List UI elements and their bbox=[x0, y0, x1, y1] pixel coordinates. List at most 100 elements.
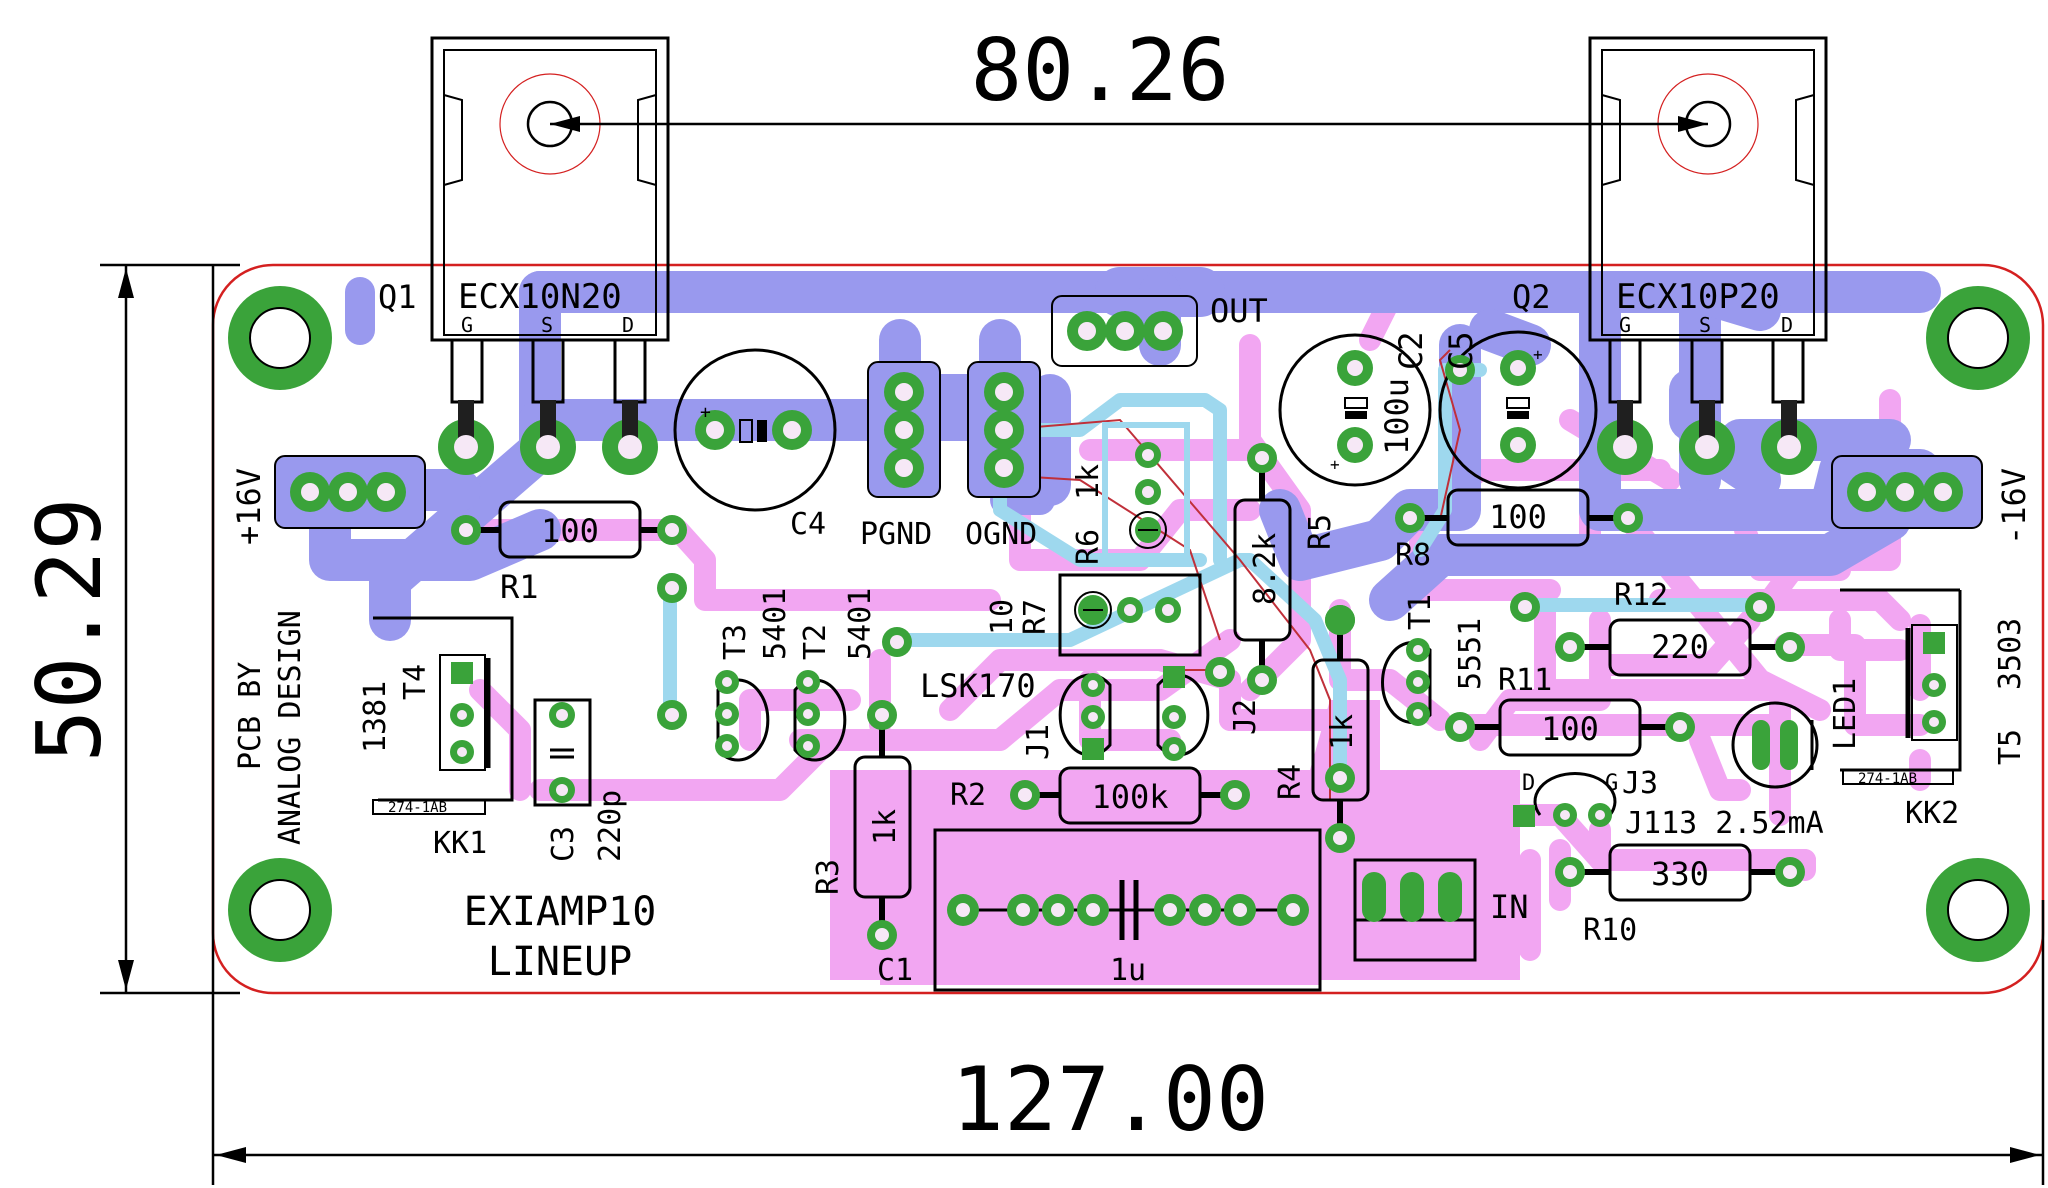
q1-pin-d: D bbox=[622, 313, 634, 337]
r11-resistor bbox=[1445, 698, 1695, 757]
r5-resistor bbox=[1233, 443, 1292, 695]
r5-ref: R5 bbox=[1303, 514, 1338, 550]
t3-ref: T3 bbox=[718, 624, 753, 660]
svg-text:+: + bbox=[1533, 345, 1543, 364]
j1-ref: J1 bbox=[1021, 724, 1056, 760]
mounting-hole bbox=[1926, 858, 2030, 962]
c5-ref: C5 bbox=[1442, 331, 1480, 370]
c1-ref: C1 bbox=[877, 953, 913, 988]
t1-ref: T1 bbox=[1403, 594, 1438, 630]
j2-transistor bbox=[1156, 657, 1235, 761]
r7-ref: R7 bbox=[1018, 599, 1053, 635]
vias bbox=[657, 355, 1475, 730]
in-connector bbox=[1353, 858, 1477, 962]
r12-value: 220 bbox=[1651, 628, 1709, 666]
q2-pin-s: S bbox=[1699, 313, 1711, 337]
r1-value: 100 bbox=[541, 512, 599, 550]
c3-ref: C3 bbox=[546, 826, 581, 862]
svg-text:+: + bbox=[1330, 455, 1340, 474]
mounting-holes bbox=[228, 286, 2030, 962]
t2-part: 5401 bbox=[843, 588, 878, 660]
q2-pin-d: D bbox=[1781, 313, 1793, 337]
j2-ref: J2 bbox=[1228, 699, 1263, 735]
j3-ref: J3 bbox=[1622, 766, 1658, 801]
j3-part: J113 2.52mA bbox=[1625, 806, 1824, 841]
t2-ref: T2 bbox=[798, 624, 833, 660]
r10-value: 330 bbox=[1651, 855, 1709, 893]
kk2-label: KK2 bbox=[1905, 796, 1959, 831]
r8-ref: R8 bbox=[1395, 538, 1431, 573]
r12-ref: R12 bbox=[1614, 578, 1668, 613]
svg-text:+: + bbox=[700, 402, 711, 423]
board-title-line1: EXIAMP10 bbox=[464, 889, 657, 935]
inner-trace-layer bbox=[663, 363, 1757, 792]
q2-pin-g: G bbox=[1619, 313, 1631, 337]
c1-capacitor bbox=[933, 828, 1322, 992]
plus16v-connector bbox=[274, 455, 426, 529]
r4-ref: R4 bbox=[1273, 764, 1308, 800]
t5-ref: T5 bbox=[1993, 729, 2028, 765]
mounting-hole bbox=[228, 286, 332, 390]
q1-package bbox=[430, 36, 670, 404]
r3-ref: R3 bbox=[811, 859, 846, 895]
r11-value: 100 bbox=[1541, 710, 1599, 748]
out-label: OUT bbox=[1210, 292, 1268, 330]
c4-capacitor: + bbox=[673, 348, 837, 512]
r1-ref: R1 bbox=[500, 568, 539, 606]
t4-ref: T4 bbox=[398, 664, 433, 700]
r5-value: 8.2k bbox=[1248, 533, 1283, 605]
q1-part: ECX10N20 bbox=[458, 277, 622, 317]
r10-resistor bbox=[1555, 843, 1805, 902]
c4-ref: C4 bbox=[790, 507, 826, 542]
ognd-label: OGND bbox=[965, 517, 1037, 552]
minus16v-connector bbox=[1831, 455, 1983, 529]
r1-resistor bbox=[451, 500, 687, 559]
thin-trace bbox=[1438, 349, 1462, 521]
q2-ref: Q2 bbox=[1512, 278, 1551, 316]
thin-trace bbox=[999, 418, 1331, 800]
j3-d-pin: D bbox=[1522, 771, 1535, 796]
mounting-hole bbox=[228, 858, 332, 962]
q2-part: ECX10P20 bbox=[1616, 277, 1780, 317]
r8-value: 100 bbox=[1489, 498, 1547, 536]
c3-value: 220p bbox=[593, 790, 628, 862]
t4-part: 1381 bbox=[358, 681, 393, 753]
lsk170-label: LSK170 bbox=[920, 667, 1036, 705]
board-title-line2: LINEUP bbox=[488, 939, 633, 985]
out-connector bbox=[1051, 295, 1198, 367]
hole-spacing-dimension: 80.26 bbox=[971, 21, 1230, 121]
q1-pin-s: S bbox=[541, 313, 553, 337]
r3-value: 1k bbox=[868, 809, 903, 845]
pcb-by-line2: ANALOG DESIGN bbox=[273, 610, 308, 845]
r6-value: 1k bbox=[1071, 464, 1106, 500]
q-pads bbox=[438, 400, 1817, 475]
pgnd-label: PGND bbox=[860, 517, 932, 552]
q1-ref: Q1 bbox=[378, 278, 417, 316]
r4-value: 1k bbox=[1325, 714, 1360, 750]
t1-transistor bbox=[1381, 638, 1432, 726]
kk1-label: KK1 bbox=[433, 826, 487, 861]
t5-part: 3503 bbox=[1993, 618, 2028, 690]
led1-label: LED1 bbox=[1828, 678, 1863, 750]
r2-resistor bbox=[1010, 766, 1250, 825]
r7-trimmer bbox=[1058, 573, 1202, 657]
kk2-part: 274-1AB bbox=[1858, 771, 1917, 787]
led1 bbox=[1731, 701, 1819, 789]
width-dimension: 127.00 bbox=[951, 1048, 1269, 1151]
c1-value: 1u bbox=[1110, 953, 1146, 988]
r3-resistor bbox=[853, 700, 912, 950]
ognd-connector bbox=[967, 361, 1041, 498]
t5-transistor bbox=[1840, 588, 1962, 785]
j3-g-pin: G bbox=[1605, 771, 1618, 796]
in-label: IN bbox=[1490, 888, 1529, 926]
j3-transistor bbox=[1513, 771, 1617, 827]
r10-ref: R10 bbox=[1583, 913, 1637, 948]
r6-ref: R6 bbox=[1071, 529, 1106, 565]
minus16v-label: -16V bbox=[1995, 468, 2033, 545]
c5-capacitor: + bbox=[1438, 330, 1598, 490]
t2-transistor bbox=[793, 670, 847, 762]
t4-transistor bbox=[372, 616, 514, 815]
height-dimension: 50.29 bbox=[18, 498, 121, 763]
pgnd-connector bbox=[867, 361, 941, 498]
